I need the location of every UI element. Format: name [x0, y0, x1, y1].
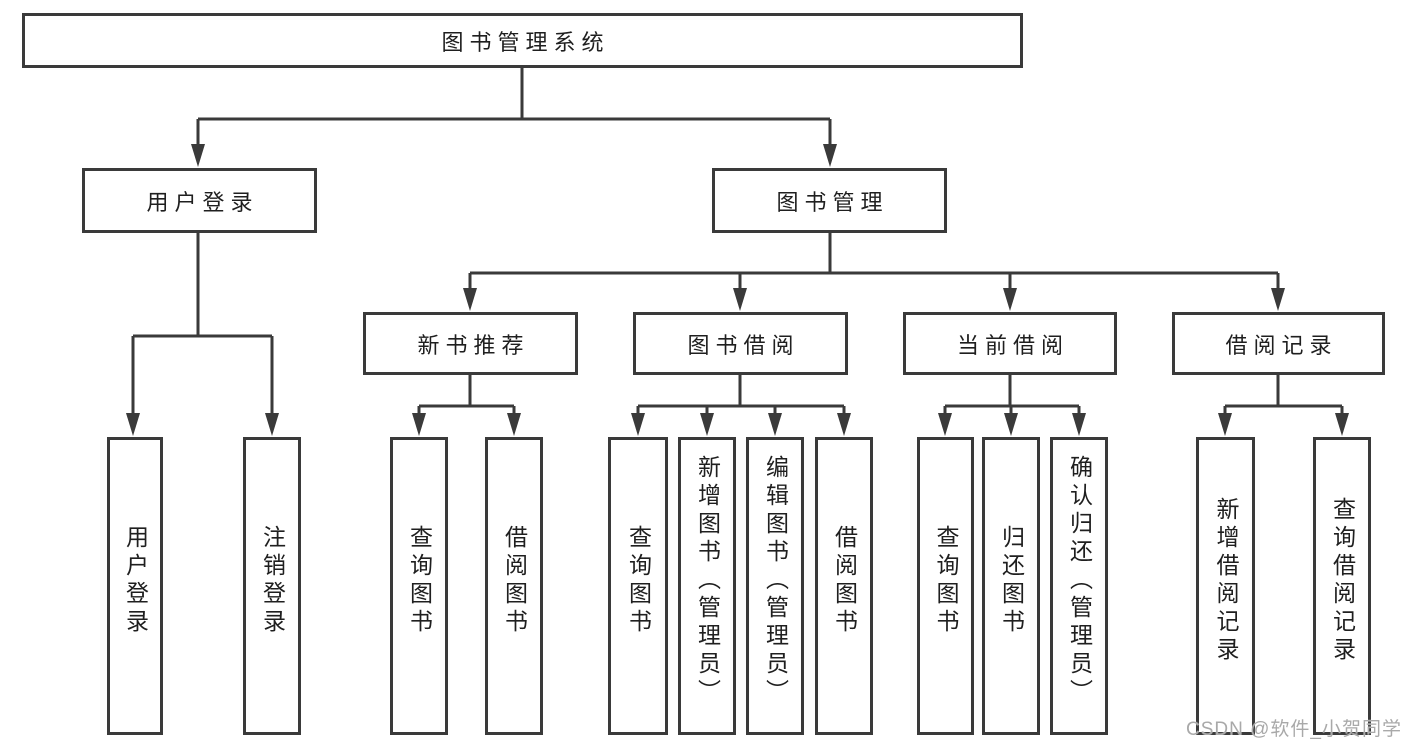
node-user-login: 用户登录 [82, 168, 317, 233]
node-leaf-user-login: 用户登录 [107, 437, 163, 735]
node-leaf-query-books-1: 查询图书 [390, 437, 448, 735]
node-borrowing-records: 借阅记录 [1172, 312, 1385, 375]
node-leaf-borrow-books-1: 借阅图书 [485, 437, 543, 735]
node-book-borrowing: 图书借阅 [633, 312, 848, 375]
node-leaf-edit-books-admin: 编辑图书（管理员） [746, 437, 804, 735]
node-leaf-return-books: 归还图书 [982, 437, 1040, 735]
node-leaf-confirm-return-admin: 确认归还（管理员） [1050, 437, 1108, 735]
csdn-watermark: CSDN @软件_小贺同学 [1186, 719, 1402, 740]
node-current-borrowing: 当前借阅 [903, 312, 1117, 375]
node-leaf-query-books-3: 查询图书 [917, 437, 974, 735]
node-library-system: 图书管理系统 [22, 13, 1023, 68]
node-new-book-recommend: 新书推荐 [363, 312, 578, 375]
node-leaf-logout: 注销登录 [243, 437, 301, 735]
node-leaf-query-borrow-record: 查询借阅记录 [1313, 437, 1371, 735]
node-leaf-borrow-books-2: 借阅图书 [815, 437, 873, 735]
node-leaf-query-books-2: 查询图书 [608, 437, 668, 735]
node-leaf-add-books-admin: 新增图书（管理员） [678, 437, 736, 735]
node-leaf-add-borrow-record: 新增借阅记录 [1196, 437, 1255, 735]
node-book-management: 图书管理 [712, 168, 947, 233]
